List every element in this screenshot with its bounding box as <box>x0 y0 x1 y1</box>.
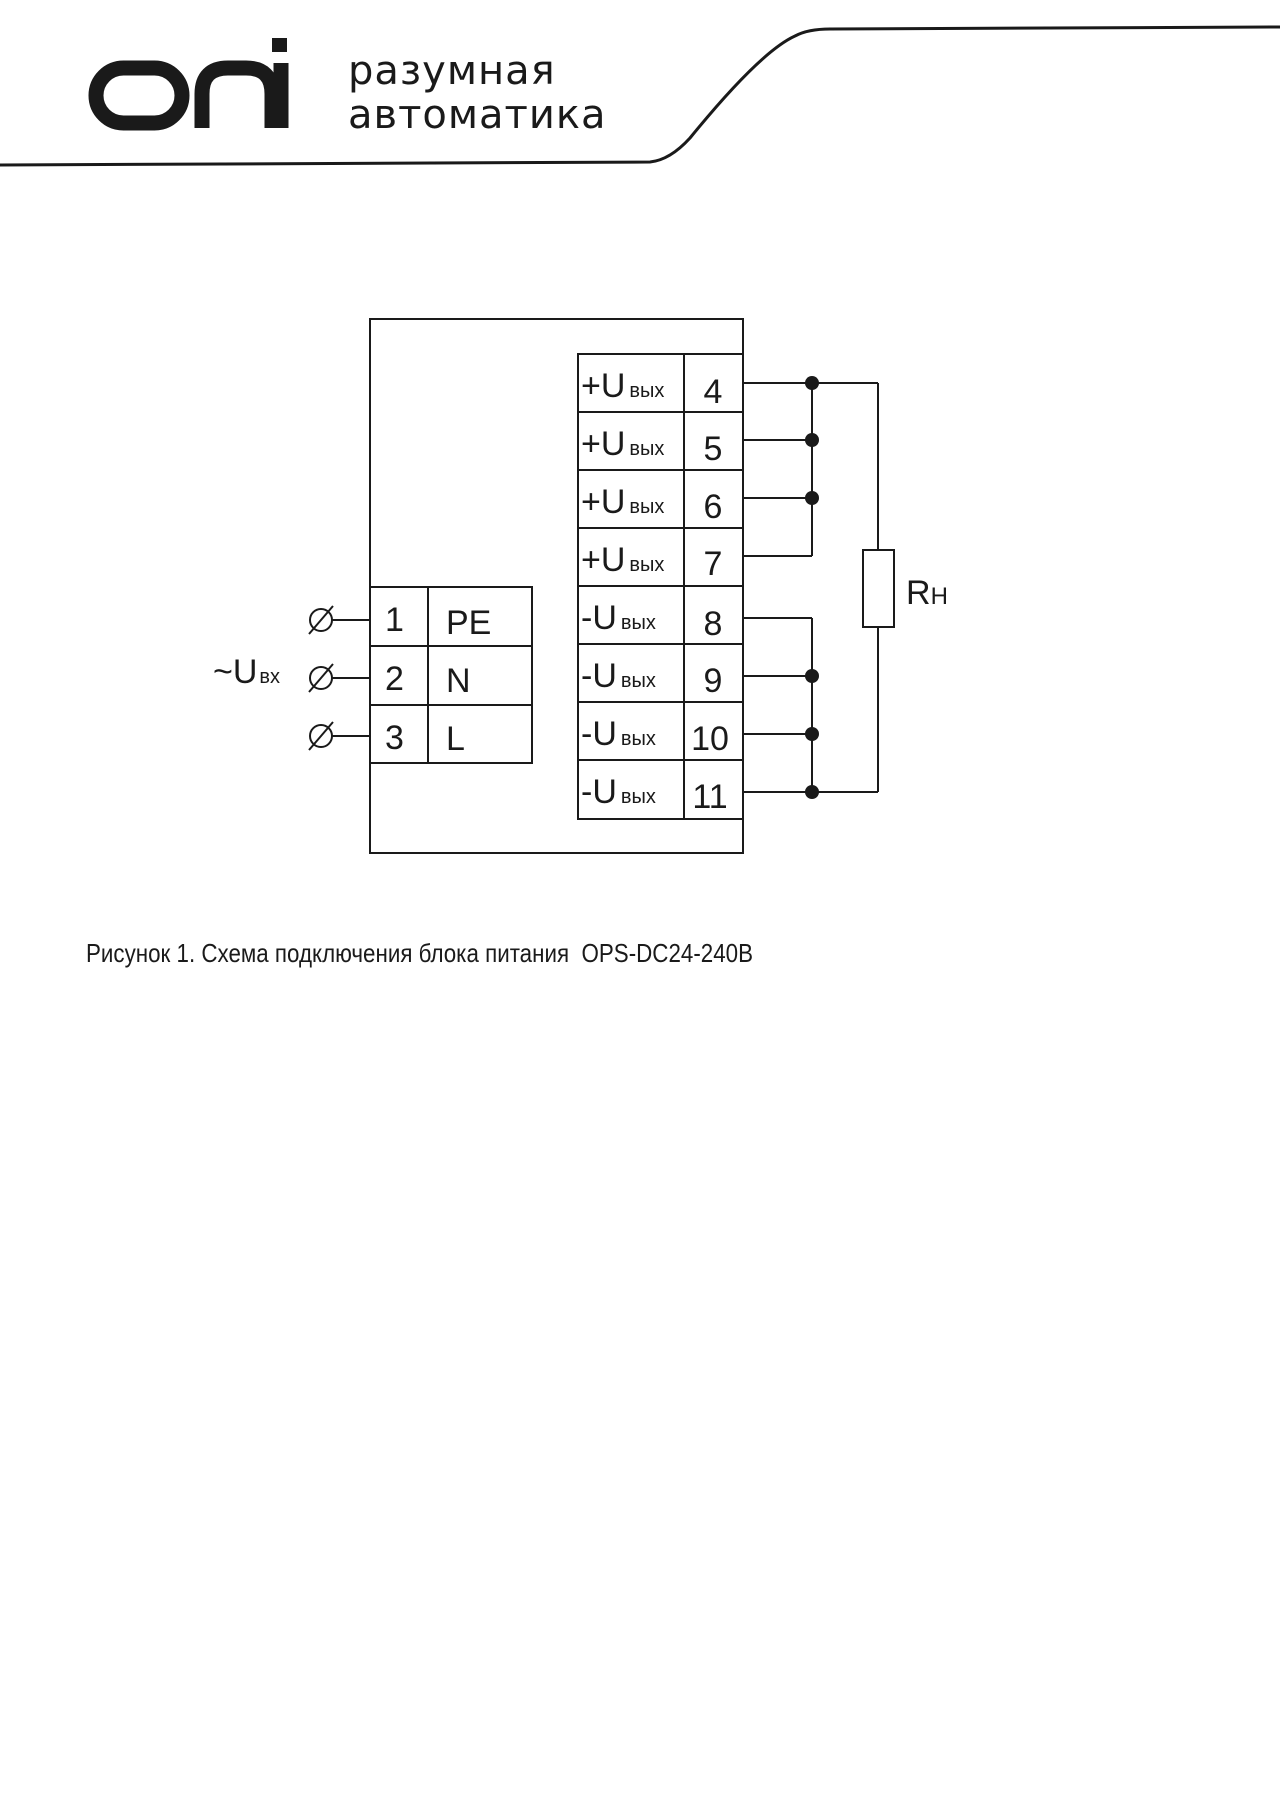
negative-output-wiring <box>743 617 879 793</box>
output-terminal-number-11: 11 <box>692 778 727 816</box>
output-label-9-sub: вых <box>621 670 656 692</box>
input-terminal-block <box>369 586 533 764</box>
input-terminal-number-3: 3 <box>385 719 404 757</box>
output-terminal-number-5: 5 <box>704 430 723 468</box>
output-terminal-number-4: 4 <box>704 373 723 411</box>
output-terminal-number-7: 7 <box>704 545 723 583</box>
input-connectors <box>308 605 370 751</box>
input-connector-1-icon <box>308 605 370 635</box>
output-label-8-sign: -U <box>581 599 617 637</box>
input-connector-3-icon <box>308 721 370 751</box>
output-terminal-number-9: 9 <box>704 662 723 700</box>
input-terminal-name-l: L <box>446 720 465 758</box>
load-resistor-label: RН <box>906 574 948 612</box>
output-label-8-sub: вых <box>621 612 656 634</box>
input-connector-2-icon <box>308 663 370 693</box>
output-label-6-sign: +U <box>581 483 625 521</box>
output-label-9-sign: -U <box>581 657 617 695</box>
oni-logo <box>88 60 289 131</box>
logo-letter-n <box>194 60 280 128</box>
load-resistor-label-sub: Н <box>931 583 948 610</box>
output-terminal-number-8: 8 <box>704 605 723 643</box>
negative-junction-dots <box>805 669 819 799</box>
output-label-5-sub: вых <box>629 438 664 460</box>
logo-letter-o <box>88 60 190 131</box>
positive-output-wiring <box>743 382 879 557</box>
output-terminal-block <box>577 353 744 820</box>
positive-junction-dots <box>805 376 819 505</box>
input-terminal-name-n: N <box>446 662 471 700</box>
input-terminal-name-pe: PE <box>446 604 491 642</box>
header-swoosh-line <box>0 25 1280 167</box>
input-voltage-label-sub: вх <box>259 666 280 688</box>
output-label-7-sub: вых <box>629 554 664 576</box>
output-label-7-sign: +U <box>581 541 625 579</box>
input-voltage-label-main: ~U <box>213 653 257 691</box>
logo-i-dot <box>272 38 287 52</box>
output-terminal-number-10: 10 <box>691 720 729 758</box>
output-label-11-sign: -U <box>581 773 617 811</box>
input-terminal-number-1: 1 <box>385 601 404 639</box>
output-label-5-sign: +U <box>581 425 625 463</box>
output-label-10-sign: -U <box>581 715 617 753</box>
load-resistor-label-main: R <box>906 574 931 612</box>
input-terminal-number-2: 2 <box>385 660 404 698</box>
output-label-11-sub: вых <box>621 786 656 808</box>
output-terminal-number-6: 6 <box>704 488 723 526</box>
output-label-6-sub: вых <box>629 496 664 518</box>
logo-tagline-line2: автоматика <box>348 92 607 138</box>
figure-caption: Рисунок 1. Схема подключения блока питан… <box>86 938 753 968</box>
output-label-4-sign: +U <box>581 367 625 405</box>
load-resistor-icon <box>862 549 895 628</box>
logo-tagline-line1: разумная <box>348 48 556 94</box>
output-label-10-sub: вых <box>621 728 656 750</box>
output-label-4-sub: вых <box>629 380 664 402</box>
